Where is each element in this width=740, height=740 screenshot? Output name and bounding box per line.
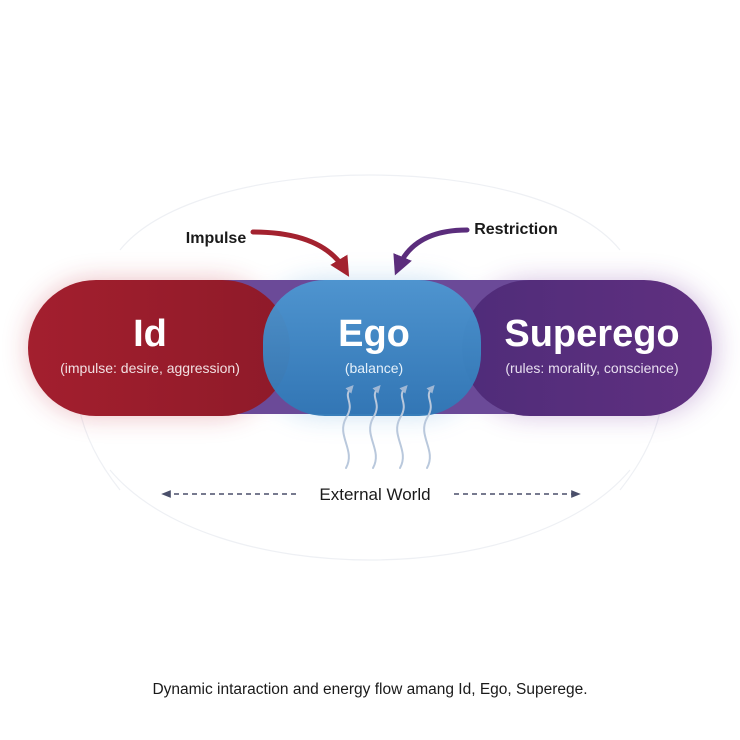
energy-wave-3 <box>396 385 408 469</box>
superego-subtitle: (rules: morality, conscience) <box>505 360 678 376</box>
superego-pill <box>462 280 712 416</box>
id-subtitle: (impulse: desire, aggression) <box>60 360 240 376</box>
id-pill <box>28 280 290 416</box>
restriction-label: Restriction <box>474 221 558 238</box>
ego-title: Ego <box>338 313 410 355</box>
external-world-label: External World <box>319 485 430 504</box>
energy-flow-arrows <box>342 385 435 469</box>
energy-wave-1 <box>342 385 354 469</box>
ego-pill <box>263 280 481 416</box>
ego-subtitle: (balance) <box>345 360 403 376</box>
superego-title: Superego <box>504 313 679 355</box>
id-title: Id <box>133 313 167 355</box>
restriction-arrow <box>393 227 470 276</box>
energy-wave-4 <box>423 385 435 469</box>
impulse-arrow <box>250 229 350 277</box>
energy-wave-2 <box>369 385 381 469</box>
caption: Dynamic intaraction and energy flow aman… <box>152 681 587 698</box>
impulse-label: Impulse <box>186 230 247 247</box>
